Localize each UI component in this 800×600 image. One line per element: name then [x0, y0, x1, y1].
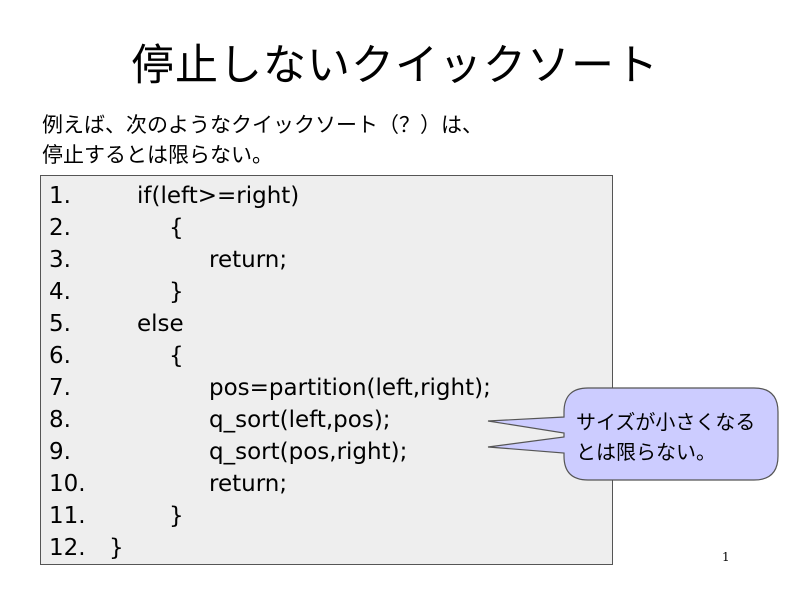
- line-number: 2.: [49, 215, 71, 241]
- intro-text: 例えば、次のようなクイックソート（？）は、 停止するとは限らない。: [42, 110, 483, 170]
- line-number: 9.: [49, 439, 71, 465]
- code-text: q_sort(left,pos);: [209, 407, 391, 433]
- callout-line-2: とは限らない。: [576, 440, 716, 464]
- code-text: pos=partition(left,right);: [209, 375, 491, 401]
- line-number: 3.: [49, 247, 71, 273]
- code-text: return;: [209, 247, 288, 273]
- slide-title: 停止しないクイックソート: [131, 41, 659, 91]
- callout-bubble: サイズが小さくなる とは限らない。: [480, 385, 790, 485]
- intro-line-2: 停止するとは限らない。: [42, 143, 273, 167]
- line-number: 6.: [49, 343, 71, 369]
- code-text: }: [169, 279, 184, 305]
- line-number: 5.: [49, 311, 71, 337]
- callout-line-1: サイズが小さくなる: [576, 410, 756, 434]
- code-text: }: [169, 503, 184, 529]
- code-text: }: [109, 535, 124, 561]
- code-text: return;: [209, 471, 288, 497]
- code-text: else: [137, 311, 184, 337]
- intro-line-1: 例えば、次のようなクイックソート（？）は、: [42, 113, 483, 137]
- page-number: 1: [722, 550, 730, 564]
- line-number: 11.: [49, 503, 86, 529]
- line-number: 10.: [49, 471, 86, 497]
- line-number: 8.: [49, 407, 71, 433]
- line-number: 1.: [49, 183, 71, 209]
- code-block: 1. if(left>=right) 2. { 3. return; 4. } …: [40, 175, 613, 565]
- line-number: 12.: [49, 535, 86, 561]
- code-text: q_sort(pos,right);: [209, 439, 408, 465]
- line-number: 4.: [49, 279, 71, 305]
- code-text: if(left>=right): [137, 183, 300, 209]
- callout-shape: [487, 387, 779, 481]
- callout-text: サイズが小さくなる とは限らない。: [576, 407, 755, 467]
- line-number: 7.: [49, 375, 71, 401]
- code-text: {: [169, 215, 184, 241]
- code-text: {: [169, 343, 184, 369]
